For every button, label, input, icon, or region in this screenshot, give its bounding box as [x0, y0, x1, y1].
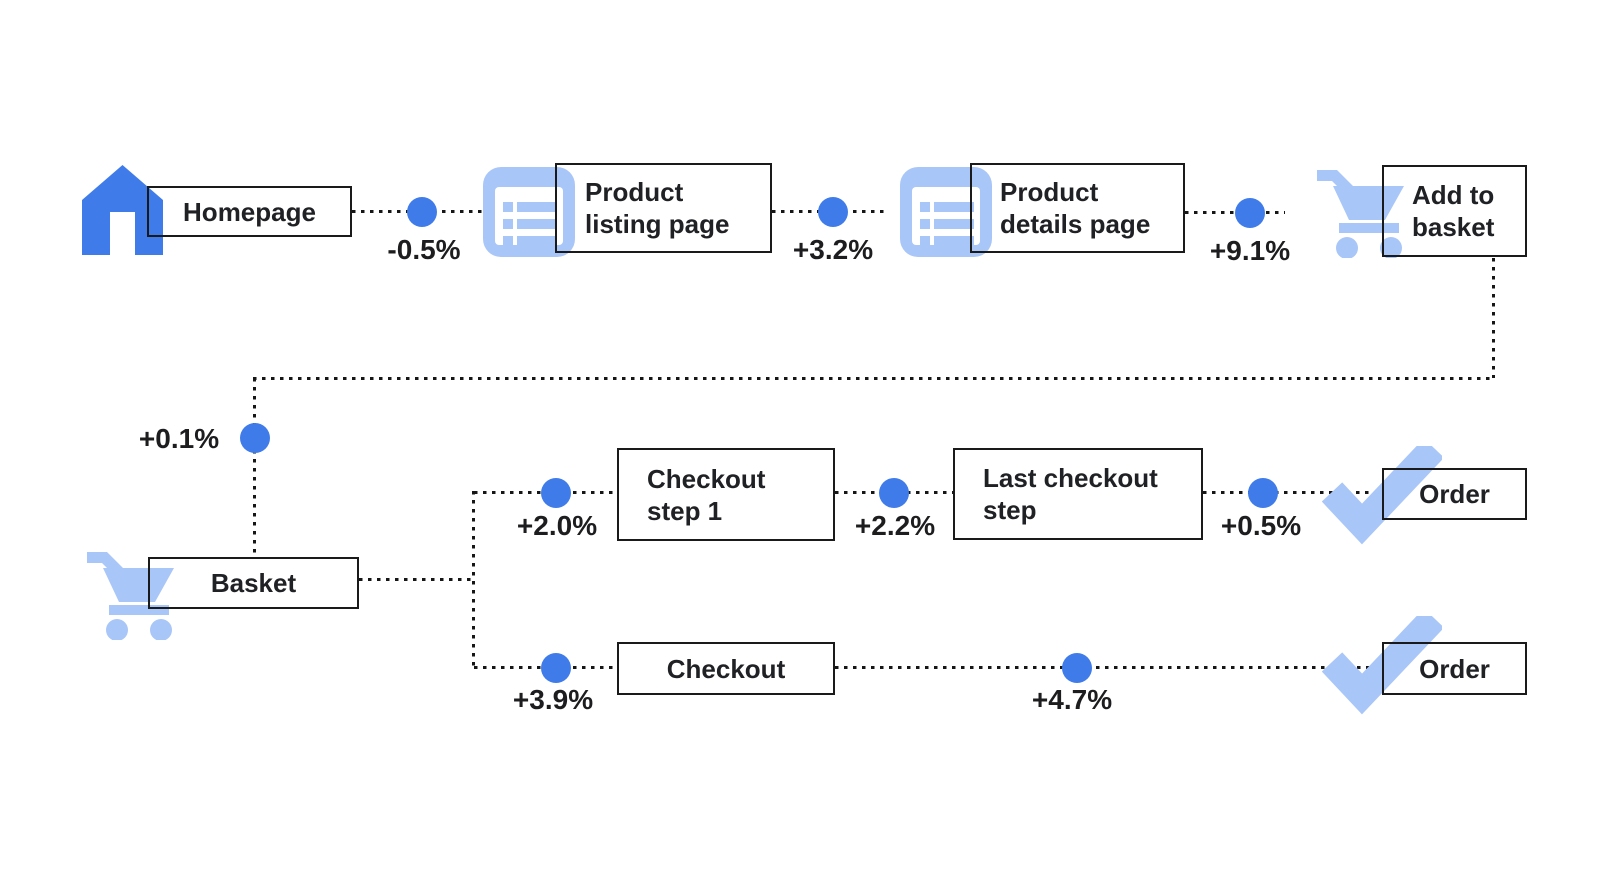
product-list-icon [900, 167, 992, 257]
cart-icon [1317, 170, 1404, 258]
node-label: Product details page [1000, 177, 1151, 239]
flow-dot [1062, 653, 1092, 683]
flow-dot [407, 197, 437, 227]
node-fill [147, 186, 352, 237]
connector-atb-down [1492, 258, 1495, 378]
node-product-listing-page: Product listing page [555, 163, 772, 253]
connector-checkout-order [835, 666, 1385, 669]
node-fill [1382, 165, 1527, 257]
flow-dot [240, 423, 270, 453]
node-label: Add to basket [1412, 180, 1495, 242]
connector-last-order [1203, 491, 1385, 494]
node-label: Checkout step 1 [647, 463, 766, 526]
cart-icon [87, 552, 174, 640]
flow-dot [1248, 478, 1278, 508]
node-label: Checkout [666, 653, 786, 684]
delta-label: +2.0% [516, 510, 598, 541]
flow-dot [1235, 198, 1265, 228]
home-icon [82, 165, 163, 255]
connector-atb-basket-across [253, 377, 1494, 380]
node-checkout-step-1: Checkout step 1 [617, 448, 835, 541]
delta-label: +4.7% [1031, 684, 1113, 715]
delta-label: +9.1% [1209, 235, 1291, 266]
flow-dot [541, 653, 571, 683]
node-fill [148, 557, 359, 609]
connector-branch-split [472, 491, 475, 669]
node-order-top: Order [1382, 468, 1527, 520]
node-label: Basket [210, 568, 297, 598]
delta-label: +2.2% [854, 510, 936, 541]
node-last-checkout-step: Last checkout step [953, 448, 1203, 540]
node-fill [617, 448, 835, 541]
node-label: Homepage [183, 196, 316, 227]
connector-basket-branch [359, 578, 475, 581]
check-icon [1322, 446, 1442, 545]
flow-dot [879, 478, 909, 508]
node-label: Product listing page [585, 177, 730, 239]
node-basket: Basket [148, 557, 359, 609]
flow-dot [541, 478, 571, 508]
delta-label: -0.5% [387, 234, 461, 265]
node-fill [953, 448, 1203, 540]
node-fill [970, 163, 1185, 253]
node-label: Order [1419, 479, 1490, 509]
node-label: Order [1419, 653, 1490, 684]
node-checkout: Checkout [617, 642, 835, 695]
node-order-bottom: Order [1382, 642, 1527, 695]
delta-label: +0.1% [138, 423, 220, 454]
connector-basket-down [253, 378, 256, 558]
delta-label: +3.9% [512, 684, 594, 715]
node-add-to-basket: Add to basket [1382, 165, 1527, 257]
node-product-details-page: Product details page [970, 163, 1185, 253]
delta-label: +3.2% [792, 234, 874, 265]
node-label: Last checkout step [983, 463, 1158, 525]
delta-label: +0.5% [1220, 510, 1302, 541]
node-fill [555, 163, 772, 253]
flow-dot [818, 197, 848, 227]
node-fill [617, 642, 835, 695]
product-list-icon [483, 167, 575, 257]
node-homepage: Homepage [147, 186, 352, 237]
